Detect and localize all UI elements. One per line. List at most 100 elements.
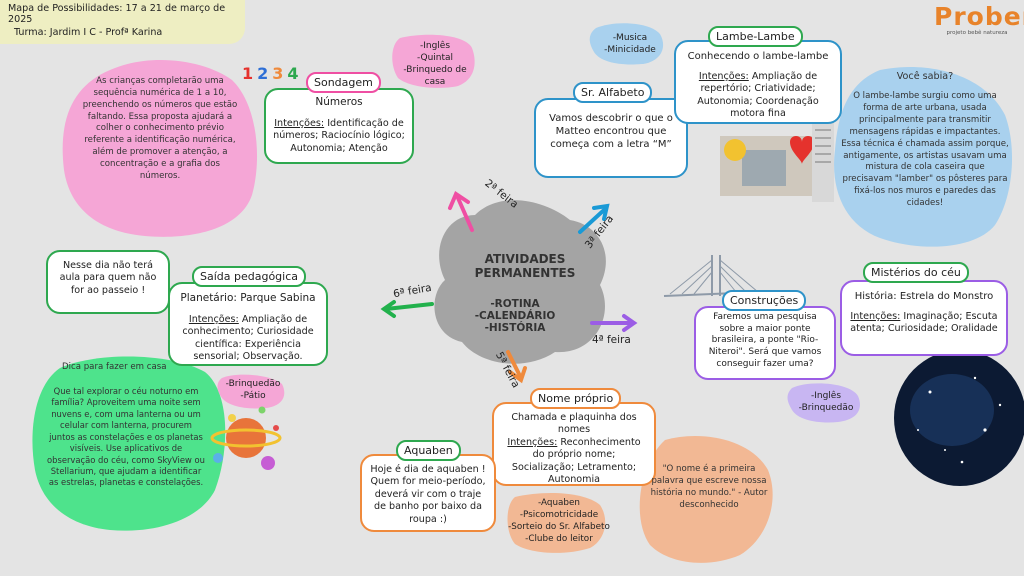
extra-item: -Pátio bbox=[240, 391, 266, 402]
pink-extras-blob bbox=[392, 34, 475, 88]
construcoes-text: Faremos uma pesquisa sobre a maior ponte… bbox=[708, 312, 822, 369]
misterios-tag: Mistérios do céu bbox=[863, 262, 969, 283]
intencoes-text: Imaginação; Escuta atenta; Curiosidade; … bbox=[850, 311, 998, 335]
logo-text: Proben bbox=[934, 2, 1024, 31]
saida-extras: -Brinquedão -Pátio bbox=[220, 378, 286, 402]
construcoes-extras: -Inglês -Brinquedão bbox=[790, 390, 862, 414]
extra-item: -Inglês bbox=[419, 41, 451, 51]
extra-item: -Aquaben bbox=[538, 498, 580, 508]
sondagem-tag: Sondagem bbox=[306, 72, 381, 93]
center-item: -CALENDÁRIO bbox=[474, 310, 556, 322]
sondagem-intencoes: Intenções: Identificação de números; Rac… bbox=[272, 118, 406, 155]
extra-item: -Quintal bbox=[416, 53, 454, 64]
sondagem-card: Números Intenções: Identificação de núme… bbox=[264, 88, 414, 164]
misterios-card: História: Estrela do Monstro Intenções: … bbox=[840, 280, 1008, 356]
logo-tagline: projeto bebê natureza bbox=[946, 30, 1008, 36]
intencoes-label: Intenções: bbox=[507, 436, 558, 448]
purple-extras-blob bbox=[787, 383, 860, 423]
lambe-collage-illustration bbox=[720, 122, 834, 202]
intencoes-text: Identificação de números; Raciocínio lóg… bbox=[273, 117, 405, 154]
misterios-intencoes: Intenções: Imaginação; Escuta atenta; Cu… bbox=[848, 311, 1000, 336]
extra-item: -Clube do leitor bbox=[525, 533, 593, 544]
alfabeto-card: Vamos descobrir o que o Matteo encontrou… bbox=[534, 98, 688, 178]
arrow-3a-feira bbox=[578, 203, 610, 234]
intencoes-label: Intenções: bbox=[698, 71, 749, 82]
center-title: ATIVIDADES PERMANENTES bbox=[455, 252, 595, 280]
lambe-note: Você sabia? O lambe-lambe surgiu como um… bbox=[840, 70, 1010, 210]
day-label-4a-feira: 4ª feira bbox=[592, 334, 631, 346]
intencoes-label: Intenções: bbox=[188, 313, 239, 325]
extra-item: -Musica bbox=[612, 33, 648, 43]
sondagem-note: As crianças completarão uma sequência nu… bbox=[82, 76, 238, 181]
arrow-5a-feira bbox=[506, 350, 527, 384]
lambe-intencoes: Intenções: Ampliação de repertório; Cria… bbox=[682, 71, 834, 121]
center-title-line2: PERMANENTES bbox=[474, 266, 576, 280]
center-item: -ROTINA bbox=[490, 298, 540, 310]
extra-item: -Minicidade bbox=[604, 45, 656, 56]
saida-tag: Saída pedagógica bbox=[192, 266, 307, 287]
construcoes-card: Faremos uma pesquisa sobre a maior ponte… bbox=[694, 306, 836, 380]
extra-item: -Psicomotricidade bbox=[519, 509, 599, 520]
saida-tip: Que tal explorar o céu noturno em famíli… bbox=[47, 386, 205, 488]
header-banner: Mapa de Possibilidades: 17 a 21 de março… bbox=[0, 0, 245, 44]
arrow-6a-feira bbox=[380, 300, 434, 318]
salmon-quote-blob bbox=[639, 435, 773, 563]
saida-tip-title: Dica para fazer em casa bbox=[62, 362, 167, 372]
saida-note: Nesse dia não terá aula para quem não fo… bbox=[59, 260, 157, 296]
arrow-4a-feira bbox=[590, 314, 638, 332]
cloud-blob bbox=[434, 200, 606, 364]
nome-title: Chamada e plaquinha dos nomes bbox=[511, 412, 637, 436]
aquaben-card: Hoje é dia de aquaben ! Quem for meio-pe… bbox=[360, 454, 496, 532]
center-items: -ROTINA -CALENDÁRIO -HISTÓRIA bbox=[455, 298, 575, 334]
intencoes-label: Intenções: bbox=[274, 117, 325, 129]
night-sky-illustration bbox=[894, 350, 1024, 486]
header-title: Mapa de Possibilidades: 17 a 21 de março… bbox=[8, 3, 226, 25]
nome-extras: -Aquaben -Psicomotricidade -Sorteio do S… bbox=[504, 498, 614, 546]
pink-mini-blob bbox=[217, 374, 285, 409]
sondagem-title: Números bbox=[315, 96, 363, 108]
arrow-2a-feira bbox=[448, 191, 474, 232]
sondagem-extras: -Inglês -Quintal -Brinquedo de casa bbox=[392, 40, 478, 89]
nome-intencoes: Intenções: Reconhecimento do próprio nom… bbox=[500, 437, 648, 487]
intencoes-text: Ampliação de conhecimento; Curiosidade c… bbox=[182, 313, 314, 363]
intencoes-text: Ampliação de repertório; Criatividade; A… bbox=[697, 71, 819, 120]
header-subtitle: Turma: Jardim I C - Profª Karina bbox=[14, 27, 163, 38]
pink-note-blob bbox=[62, 59, 258, 237]
extra-item: -Brinquedo de casa bbox=[403, 65, 467, 88]
lambe-note-text: O lambe-lambe surgiu como uma forma de a… bbox=[841, 91, 1009, 208]
nome-tag: Nome próprio bbox=[530, 388, 622, 409]
nome-card: Chamada e plaquinha dos nomes Intenções:… bbox=[492, 402, 656, 486]
lambe-note-title: Você sabia? bbox=[896, 71, 954, 82]
center-title-line1: ATIVIDADES bbox=[484, 252, 566, 266]
lambe-title: Conhecendo o lambe-lambe bbox=[687, 51, 829, 62]
planets-illustration bbox=[210, 406, 282, 470]
lambe-tag: Lambe-Lambe bbox=[708, 26, 803, 47]
aquaben-tag: Aquaben bbox=[396, 440, 461, 461]
extra-item: -Brinquedão bbox=[225, 379, 281, 389]
saida-title: Planetário: Parque Sabina bbox=[180, 292, 316, 304]
saida-card: Planetário: Parque Sabina Intenções: Amp… bbox=[168, 282, 328, 366]
saida-intencoes: Intenções: Ampliação de conhecimento; Cu… bbox=[176, 314, 320, 364]
alfabeto-extras: -Musica -Minicidade bbox=[600, 32, 660, 56]
extra-item: -Brinquedão bbox=[798, 403, 854, 414]
nome-quote: "O nome é a primeira palavra que escreve… bbox=[650, 464, 768, 510]
intencoes-label: Intenções: bbox=[850, 311, 901, 322]
alfabeto-text: Vamos descobrir o que o Matteo encontrou… bbox=[549, 113, 673, 150]
green-note-blob bbox=[32, 356, 226, 531]
center-item: -HISTÓRIA bbox=[484, 322, 546, 334]
alfabeto-tag: Sr. Alfabeto bbox=[573, 82, 653, 103]
lambe-card: Conhecendo o lambe-lambe Intenções: Ampl… bbox=[674, 40, 842, 124]
intencoes-text: Reconhecimento do próprio nome; Socializ… bbox=[511, 436, 641, 486]
extra-item: -Sorteio do Sr. Alfabeto bbox=[508, 521, 610, 532]
logo: Proben projeto bebê natureza bbox=[934, 2, 1024, 44]
misterios-title: História: Estrela do Monstro bbox=[854, 291, 994, 302]
blue-extras-blob bbox=[589, 23, 664, 65]
blue-note-blob bbox=[834, 67, 1013, 247]
extra-item: -Inglês bbox=[810, 391, 842, 401]
salmon-extras-blob bbox=[507, 493, 606, 553]
saida-note-card: Nesse dia não terá aula para quem não fo… bbox=[46, 250, 170, 314]
construcoes-tag: Construções bbox=[722, 290, 807, 311]
aquaben-text: Hoje é dia de aquaben ! Quem for meio-pe… bbox=[370, 464, 486, 525]
